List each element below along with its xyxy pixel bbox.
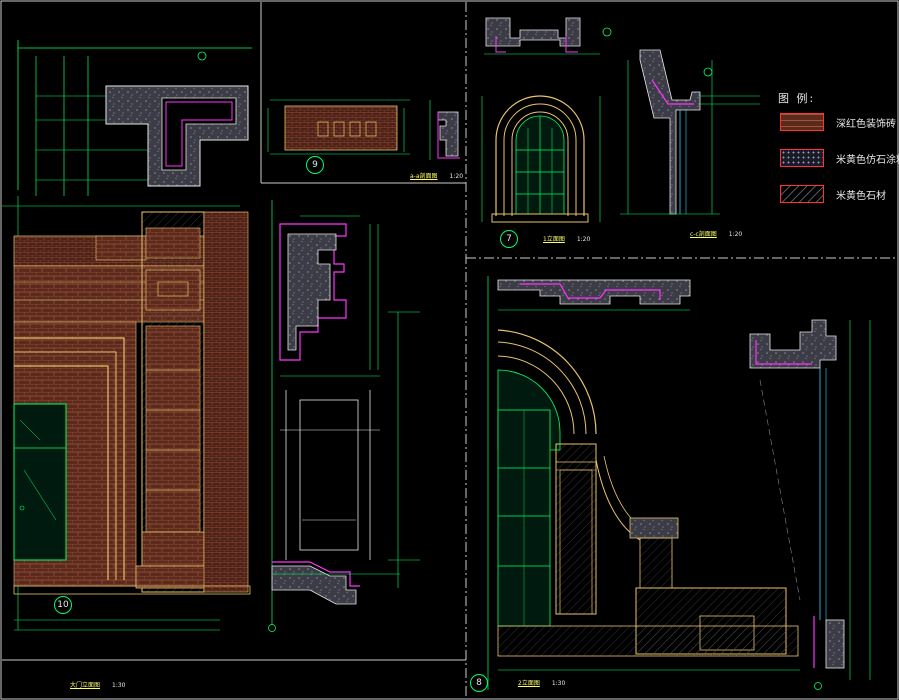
legend-item-stone: 米黄色石材 — [778, 182, 899, 206]
view-number-8: 8 — [470, 674, 488, 692]
view-number-9: 9 — [306, 156, 324, 174]
legend-label: 深红色装饰砖 — [836, 119, 896, 130]
view-10-gate-elevation — [2, 196, 251, 631]
legend-label: 米黄色仿石涂料 — [836, 155, 899, 166]
mid-section-detail — [268, 200, 420, 632]
view-number-7: 7 — [500, 230, 518, 248]
legend-item-stone-paint: 米黄色仿石涂料 — [778, 146, 899, 170]
legend-label: 米黄色石材 — [836, 191, 886, 202]
legend-title: 图 例: — [778, 92, 816, 105]
view-number-10: 10 — [54, 596, 72, 614]
dots-swatch-icon — [780, 149, 824, 167]
view-9-balustrade — [267, 99, 460, 160]
view-8-arch-elevation — [487, 276, 871, 690]
view-7-arched-window — [481, 17, 612, 223]
top-left-cornice-detail — [17, 40, 252, 196]
legend-item-red-brick: 深红色装饰砖 — [778, 110, 899, 134]
brick-swatch-icon — [780, 113, 824, 131]
hatch-swatch-icon — [780, 185, 824, 203]
view-7-section — [620, 49, 760, 215]
